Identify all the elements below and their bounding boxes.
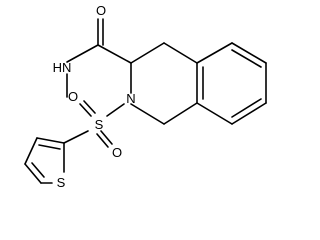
- bond-c7-c8-inner: [231, 98, 262, 118]
- bond-c8-c8a: [196, 102, 233, 125]
- bond-n2-s: [106, 103, 125, 117]
- bond-th-c2-c3: [36, 137, 65, 144]
- bond-s-o-bottom: [100, 130, 113, 145]
- bond-s-thiophene: [63, 130, 89, 144]
- bond-c5-c6-inner: [231, 49, 262, 68]
- bond-n-carbonyl: [66, 44, 99, 63]
- structure-drawing: O HN N S O O S: [24, 3, 267, 190]
- bond-c1-c8a: [163, 102, 198, 125]
- bond-n2-c1: [130, 103, 165, 125]
- atom-ring-n: N: [126, 91, 135, 106]
- atom-thiophene-s: S: [57, 175, 66, 190]
- bond-c5-c6: [231, 42, 267, 64]
- bond-th-c4-c5: [24, 163, 42, 184]
- bond-th-c2-c3-inner: [38, 144, 61, 150]
- bond-c4a-c5: [196, 42, 233, 64]
- bond-s-o-bottom-2: [96, 133, 109, 148]
- bond-th-c3-c4: [24, 137, 38, 165]
- atom-amide-n: HN: [53, 60, 72, 75]
- molecule-canvas: O HN N S O O S: [24, 3, 267, 190]
- bond-s-o-top: [79, 103, 92, 117]
- atom-sulfonyl-o-bottom: O: [112, 145, 122, 160]
- atom-sulfonyl-o-top: O: [68, 89, 78, 104]
- bond-c4-c4a: [163, 42, 198, 64]
- atom-sulfonyl-s: S: [95, 117, 104, 132]
- bond-c7-c8: [231, 102, 267, 125]
- bond-s-o-top-2: [83, 100, 96, 114]
- bond-c3-c4: [130, 42, 165, 64]
- atom-carbonyl-o: O: [96, 3, 106, 18]
- bond-th-c4-c5-inner: [31, 162, 45, 178]
- bond-carbonyl-c3: [97, 44, 132, 64]
